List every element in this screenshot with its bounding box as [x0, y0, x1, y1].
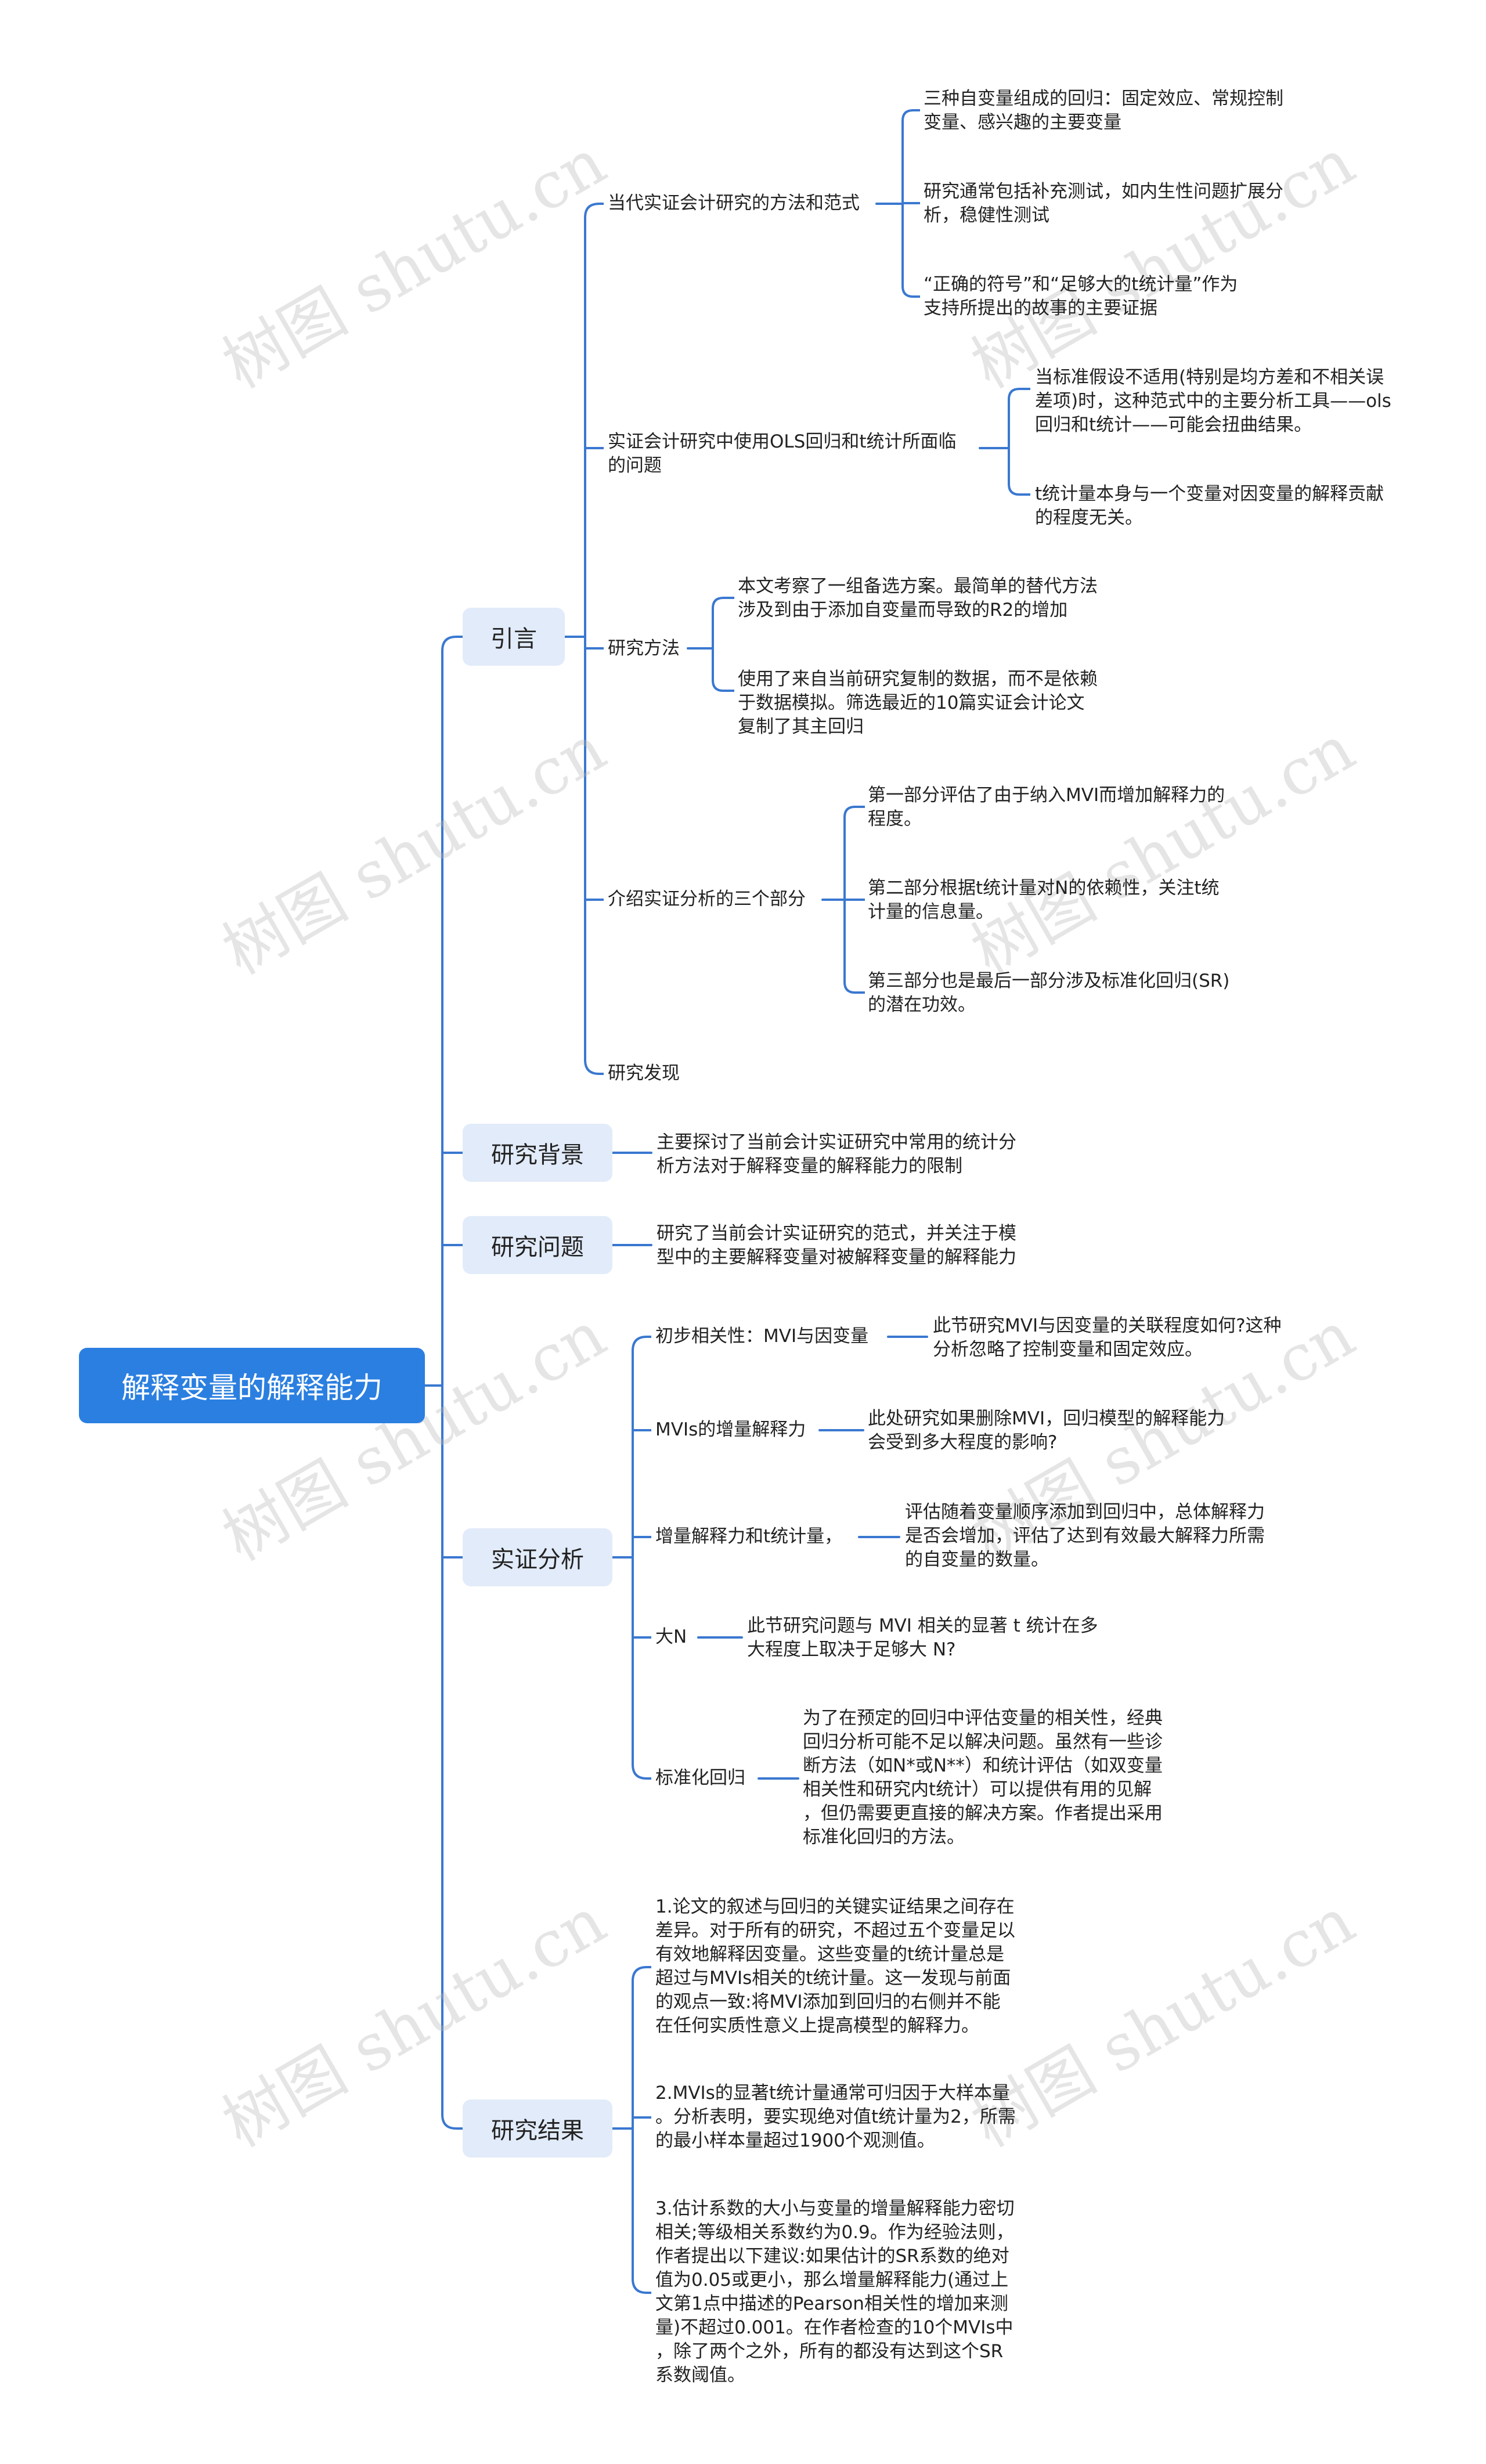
node-sr[interactable]: 标准化回归 — [655, 1767, 745, 1788]
section-question[interactable]: 研究问题 — [463, 1216, 612, 1274]
leaf-parts-3: 第三部分也是最后一部分涉及标准化回归(SR) 的潜在功效。 — [868, 971, 1230, 1015]
root-node[interactable]: 解释变量的解释能力 — [79, 1348, 425, 1423]
leaf-incr: 此处研究如果删除MVI，回归模型的解释能力 会受到多大程度的影响? — [868, 1408, 1225, 1453]
connector-line — [1008, 388, 1030, 400]
leaf-question: 研究了当前会计实证研究的范式，并关注于模 型中的主要解释变量对被解释变量的解释能… — [657, 1223, 1016, 1268]
leaf-result-1: 1.论文的叙述与回归的关键实证结果之间存在 差异。对于所有的研究，不超过五个变量… — [655, 1896, 1015, 2036]
connector-line — [901, 109, 920, 121]
section-empirical[interactable]: 实证分析 — [463, 1528, 612, 1586]
connector-line — [1008, 484, 1030, 496]
connector-line — [712, 680, 734, 692]
leaf-parts-2: 第二部分根据t统计量对N的依赖性，关注t统 计量的信息量。 — [868, 878, 1220, 922]
node-incr[interactable]: MVIs的增量解释力 — [655, 1419, 806, 1440]
connector-line — [901, 286, 920, 298]
leaf-sr: 为了在预定的回归中评估变量的相关性，经典 回归分析可能不足以解决问题。虽然有一些… — [803, 1708, 1163, 1848]
connector-line — [843, 806, 865, 818]
leaf-approach-2: 使用了来自当前研究复制的数据，而不是依赖 于数据模拟。筛选最近的10篇实证会计论… — [738, 669, 1098, 737]
connector-line — [632, 1764, 651, 1780]
node-tstat[interactable]: 增量解释力和t统计量， — [655, 1526, 843, 1547]
section-background[interactable]: 研究背景 — [463, 1124, 612, 1182]
leaf-bign: 此节研究问题与 MVI 相关的显著 t 统计在多 大程度上取决于足够大 N? — [747, 1615, 1098, 1660]
node-approach[interactable]: 研究方法 — [608, 638, 680, 659]
leaf-methods-2: 研究通常包括补充测试，如内生性问题扩展分 析，稳健性测试 — [924, 181, 1283, 226]
leaf-corr: 此节研究MVI与因变量的关联程度如何?这种 分析忽略了控制变量和固定效应。 — [933, 1315, 1282, 1360]
connector-line — [584, 203, 604, 218]
leaf-approach-1: 本文考察了一组备选方案。最简单的替代方法 涉及到由于添加自变量而导致的R2的增加 — [738, 576, 1098, 620]
node-bign[interactable]: 大N — [655, 1626, 687, 1647]
leaf-tstat: 评估随着变量顺序添加到回归中，总体解释力 是否会增加，评估了达到有效最大解释力所… — [905, 1502, 1265, 1570]
leaf-methods-1: 三种自变量组成的回归：固定效应、常规控制 变量、感兴趣的主要变量 — [924, 88, 1283, 133]
connector-line — [712, 597, 734, 609]
connector-line — [584, 1059, 604, 1075]
node-methods[interactable]: 当代实证会计研究的方法和范式 — [608, 193, 860, 214]
node-parts[interactable]: 介绍实证分析的三个部分 — [608, 889, 806, 910]
leaf-ols-2: t统计量本身与一个变量对因变量的解释贡献 的程度无关。 — [1035, 484, 1384, 528]
node-findings[interactable]: 研究发现 — [608, 1063, 680, 1084]
connector-line — [632, 2278, 651, 2294]
connector-line — [441, 2114, 463, 2130]
leaf-methods-3: “正确的符号”和“足够大的t统计量”作为 支持所提出的故事的主要证据 — [924, 274, 1238, 319]
leaf-result-2: 2.MVIs的显著t统计量通常可归因于大样本量 。分析表明，要实现绝对值t统计量… — [655, 2083, 1016, 2151]
leaf-background: 主要探讨了当前会计实证研究中常用的统计分 析方法对于解释变量的解释能力的限制 — [657, 1132, 1016, 1177]
section-results[interactable]: 研究结果 — [463, 2099, 612, 2158]
section-intro[interactable]: 引言 — [463, 608, 565, 666]
connector-line — [441, 636, 463, 651]
node-ols[interactable]: 实证会计研究中使用OLS回归和t统计所面临 的问题 — [608, 431, 957, 476]
connector-line — [843, 982, 865, 994]
node-corr[interactable]: 初步相关性：MVI与因变量 — [655, 1326, 869, 1347]
leaf-result-3: 3.估计系数的大小与变量的增量解释能力密切 相关;等级相关系数约为0.9。作为经… — [655, 2198, 1015, 2386]
connector-line — [632, 1966, 651, 1982]
leaf-ols-1: 当标准假设不适用(特别是均方差和不相关误 差项)时，这种范式中的主要分析工具——… — [1035, 367, 1391, 435]
leaf-parts-1: 第一部分评估了由于纳入MVI而增加解释力的 程度。 — [868, 785, 1225, 829]
connector-line — [632, 1336, 651, 1351]
